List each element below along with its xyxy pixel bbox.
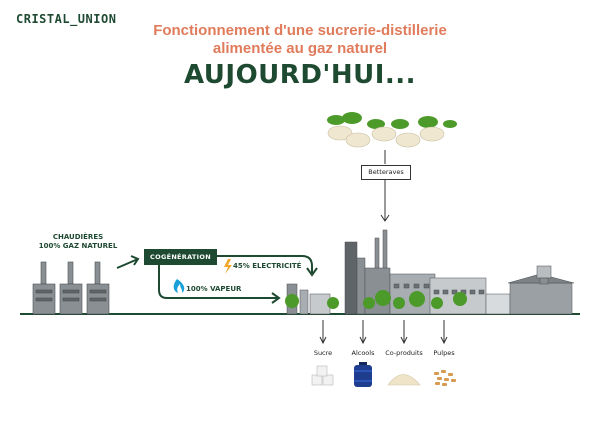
cogeneration-box: COGÉNÉRATION: [144, 249, 217, 265]
boiler-1: [32, 261, 56, 315]
arrow-box-to-factory: [380, 180, 390, 222]
factory-illustration: [286, 229, 575, 315]
output-label-sugar: Sucre: [313, 349, 333, 357]
electricity-label: 45% ELECTRICITÉ: [233, 262, 302, 270]
steam-label: 100% VAPEUR: [186, 285, 242, 293]
beets-input-box: Betteraves: [361, 165, 411, 180]
flame-icon: [173, 279, 185, 293]
coproducts-powder-icon: [387, 374, 421, 386]
output-label-pulp: Pulpes: [433, 349, 455, 357]
alcohol-barrel-icon: [354, 362, 372, 387]
trees-illustration: [285, 290, 467, 309]
lightning-icon: [224, 259, 232, 274]
output-label-alcohol: Alcools: [351, 349, 375, 357]
boilers-label-line1: CHAUDIÈRES: [52, 233, 104, 241]
pulp-pellets-icon: [434, 370, 456, 386]
output-label-coproducts: Co-produits: [385, 349, 423, 357]
boilers-label-line2: 100% GAZ NATUREL: [38, 242, 118, 250]
boilers-label: CHAUDIÈRES 100% GAZ NATUREL: [18, 233, 138, 251]
beets-illustration: [327, 112, 457, 148]
title-line-3: AUJOURD'HUI...: [183, 60, 417, 90]
arrow-boilers-to-cogen: [116, 255, 140, 269]
sugar-cubes-icon: [311, 365, 334, 386]
boiler-3: [86, 261, 110, 315]
output-arrows: [319, 320, 448, 345]
arrow-electricity: [217, 255, 318, 277]
title-line-1: Fonctionnement d'une sucrerie-distilleri…: [153, 22, 447, 39]
title-line-2: alimentée au gaz naturel: [212, 40, 388, 57]
boiler-2: [59, 261, 83, 315]
brand-logo: CRISTAL_UNION: [16, 12, 117, 26]
arrow-steam: [158, 265, 281, 304]
boilers-illustration: [32, 261, 110, 315]
